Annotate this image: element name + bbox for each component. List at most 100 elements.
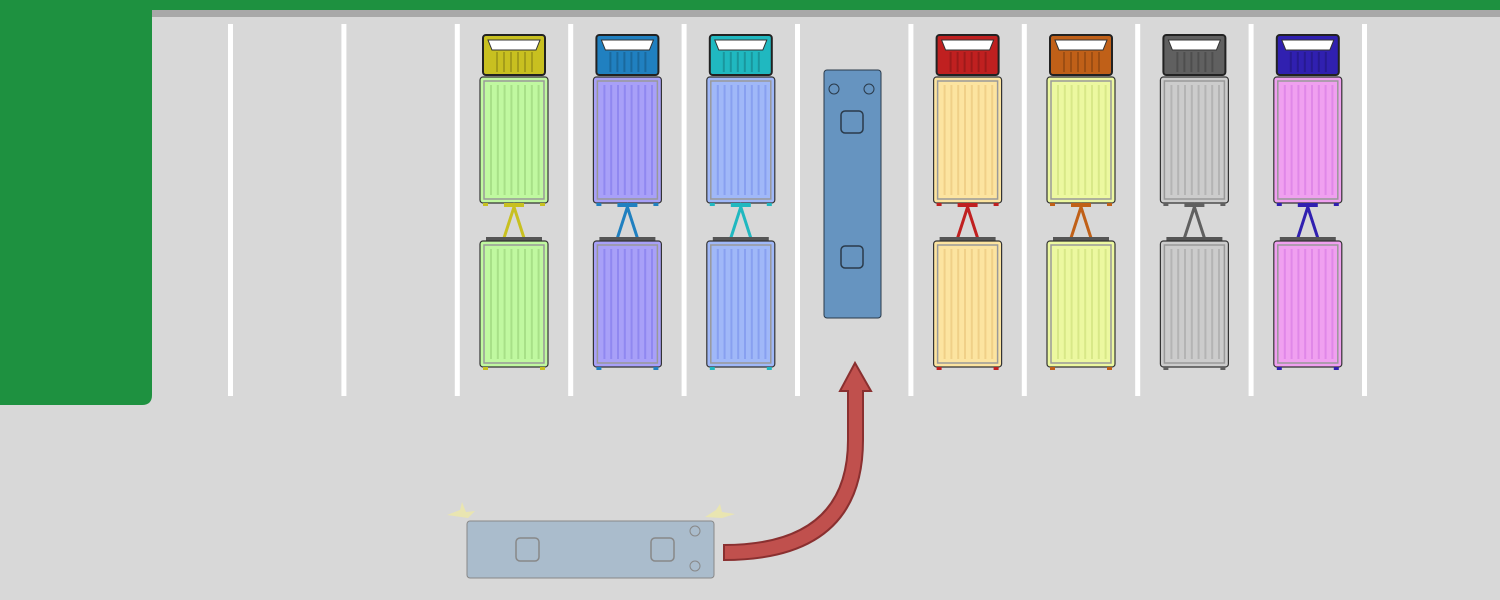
tow-bar — [1182, 202, 1206, 239]
trailer-stripe — [1070, 249, 1073, 359]
trailer-stripe — [1170, 249, 1173, 359]
wheel — [483, 367, 488, 370]
tow-bar — [729, 202, 753, 239]
tow-bar — [1296, 202, 1320, 239]
player-flatbed-trailer[interactable] — [466, 520, 715, 579]
trailer-frame — [1163, 244, 1226, 364]
trailer-stripe — [957, 85, 960, 195]
truck[interactable] — [706, 34, 776, 370]
trailer-stripe — [503, 249, 506, 359]
lane-line — [795, 24, 800, 396]
windshield — [940, 39, 995, 51]
cab-grille — [1317, 52, 1320, 72]
truck[interactable] — [479, 34, 549, 370]
wheel — [1050, 367, 1055, 370]
wheel — [993, 367, 999, 370]
trailer-stripe — [651, 85, 653, 195]
wheel — [936, 367, 942, 370]
trailer-stripe — [737, 85, 740, 195]
truck[interactable] — [592, 34, 663, 370]
windshield — [1167, 39, 1222, 51]
wheel — [709, 367, 715, 370]
trailer-frame — [1163, 80, 1226, 200]
cab-grille — [750, 52, 753, 72]
parked-flatbed-trailer[interactable] — [823, 69, 882, 319]
trailer-stripe — [757, 249, 760, 359]
lane-line — [341, 24, 347, 396]
cab-grille — [531, 52, 533, 72]
trailer-stripe — [750, 249, 753, 359]
cab-grille — [1063, 52, 1065, 72]
trailer-stripe — [1084, 249, 1087, 359]
trailer-stripe — [537, 249, 540, 359]
wheel — [1276, 203, 1282, 206]
cab-grille — [1183, 52, 1186, 72]
truck[interactable] — [932, 34, 1003, 370]
wheel — [1333, 367, 1339, 370]
cab-grille — [977, 52, 980, 72]
trailer-stripe — [943, 249, 946, 359]
trailer-stripe — [943, 85, 946, 195]
trailer-stripe — [977, 85, 980, 195]
windshield — [1054, 39, 1108, 51]
trailer-stripe — [1097, 85, 1100, 195]
trailer-stripe — [637, 85, 640, 195]
trailer-stripe — [1184, 85, 1186, 195]
trailer-stripe — [757, 85, 760, 195]
trailer-frame — [1050, 244, 1112, 364]
windshield — [487, 39, 541, 51]
trailer-stripe — [1177, 249, 1180, 359]
trailer-stripe — [1304, 249, 1307, 359]
cab-grille — [1310, 52, 1313, 72]
trailer-stripe — [496, 85, 499, 195]
cab-grille — [970, 52, 973, 72]
trailer-stripe — [1091, 85, 1093, 195]
wheel — [653, 203, 659, 206]
cab-grille — [736, 52, 739, 72]
trailer-stripe — [1311, 85, 1313, 195]
wheel — [1220, 367, 1226, 370]
parking-lanes — [228, 24, 1367, 396]
trailer-stripe — [1077, 249, 1080, 359]
cab-grille — [1070, 52, 1072, 72]
lane-line — [454, 24, 460, 396]
truck[interactable] — [1046, 34, 1116, 370]
cab-grille — [1324, 52, 1327, 72]
cab-grille — [503, 52, 505, 72]
cab-grille — [517, 52, 519, 72]
cab-grille — [524, 52, 526, 72]
trailer-stripe — [964, 249, 966, 359]
wheel — [596, 203, 602, 206]
top-grass-strip — [0, 0, 1500, 10]
trailer-stripe — [730, 249, 733, 359]
lane-line — [1021, 24, 1027, 396]
wheel — [936, 203, 942, 206]
trailer-stripe — [950, 249, 953, 359]
trailer-stripe — [644, 85, 647, 195]
truck[interactable] — [1273, 34, 1343, 370]
direction-arrow-icon — [723, 360, 873, 562]
wheel — [1107, 203, 1112, 206]
wheel — [1276, 367, 1282, 370]
trailer-stripe — [1070, 85, 1073, 195]
trailer-stripe — [1097, 249, 1100, 359]
wheel — [540, 203, 545, 206]
trailer-frame — [596, 80, 659, 200]
trailer-stripe — [644, 249, 647, 359]
trailer-stripe — [737, 249, 740, 359]
trailer-stripe — [537, 85, 540, 195]
trailer-stripe — [1218, 249, 1220, 359]
trailer-stripe — [991, 249, 994, 359]
trailer-stripe — [603, 85, 606, 195]
cab-grille — [1303, 52, 1306, 72]
trailer-stripe — [524, 249, 526, 359]
truck[interactable] — [1159, 34, 1230, 370]
trailer-stripe — [1190, 249, 1193, 359]
cab-grille — [1091, 52, 1093, 72]
trailer-stripe — [623, 249, 626, 359]
wheel — [1220, 203, 1226, 206]
trailer-stripe — [970, 85, 973, 195]
cab-grille — [1197, 52, 1200, 72]
trailer-stripe — [764, 85, 767, 195]
trailer-stripe — [630, 249, 633, 359]
